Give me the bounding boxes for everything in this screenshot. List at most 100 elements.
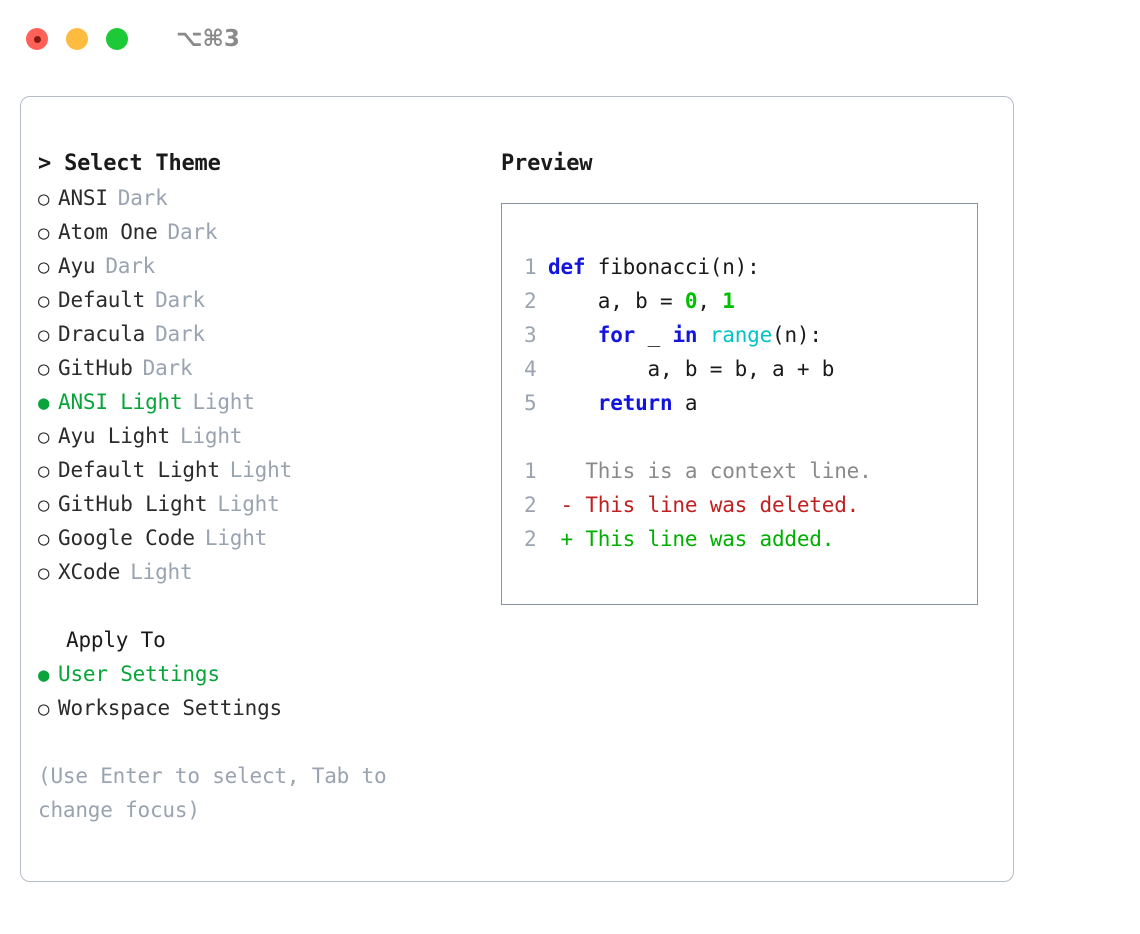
theme-list-item[interactable]: ○ GitHub Dark [38, 351, 478, 385]
radio-unselected-icon[interactable]: ○ [38, 324, 50, 346]
theme-name-label: Atom One [58, 220, 158, 244]
line-number: 2 [524, 289, 537, 313]
code-line-text: + This line was added. [548, 522, 834, 556]
code-token: , [697, 289, 723, 313]
code-line: 3 for _ in range(n): [524, 318, 964, 352]
radio-unselected-icon[interactable]: ○ [38, 426, 50, 448]
code-token: in [672, 323, 698, 347]
theme-name-label: Default Light [58, 458, 220, 482]
theme-mode-label: Light [229, 458, 292, 482]
minimize-window-button[interactable] [66, 28, 88, 50]
preview-column: Preview [501, 147, 991, 181]
code-line-text: a, b = 0, 1 [548, 284, 735, 318]
code-token: 0 [684, 289, 698, 313]
theme-mode-label: Light [192, 390, 255, 414]
theme-name-label: Ayu Light [58, 424, 170, 448]
theme-mode-label: Light [180, 424, 243, 448]
code-token: This is a context line. [548, 459, 872, 483]
theme-list-item[interactable]: ○ Default Light Light [38, 453, 478, 487]
radio-unselected-icon[interactable]: ○ [38, 562, 50, 584]
theme-name-label: Dracula [58, 322, 146, 346]
theme-name-label: GitHub [58, 356, 133, 380]
code-token [548, 323, 598, 347]
radio-unselected-icon[interactable]: ○ [38, 460, 50, 482]
theme-name-label: Google Code [58, 526, 195, 550]
apply-to-list[interactable]: ● User Settings ○ Workspace Settings [38, 657, 478, 725]
theme-list-item[interactable]: ○ Ayu Light Light [38, 419, 478, 453]
theme-mode-label: Light [217, 492, 280, 516]
line-number [524, 420, 548, 454]
code-token: _ [635, 323, 673, 347]
radio-unselected-icon[interactable]: ○ [38, 290, 50, 312]
code-line: 1 This is a context line. [524, 454, 964, 488]
apply-to-label: User Settings [58, 662, 220, 686]
radio-unselected-icon[interactable]: ○ [38, 528, 50, 550]
radio-selected-icon[interactable]: ● [38, 664, 50, 686]
code-line-text: for _ in range(n): [548, 318, 822, 352]
close-icon [33, 35, 41, 43]
code-line: 2 a, b = 0, 1 [524, 284, 964, 318]
theme-list-item[interactable]: ○ Google Code Light [38, 521, 478, 555]
theme-mode-label: Dark [142, 356, 193, 380]
line-number: 5 [524, 391, 537, 415]
keyboard-shortcut-label: ⌥⌘3 [176, 26, 240, 52]
theme-mode-label: Dark [155, 322, 205, 346]
code-token [548, 425, 560, 449]
code-line-text: This is a context line. [548, 454, 872, 488]
theme-mode-label: Light [130, 560, 193, 584]
theme-list-item[interactable]: ● ANSI Light Light [38, 385, 478, 419]
theme-name-label: ANSI Light [58, 390, 183, 414]
close-window-button[interactable] [26, 28, 48, 50]
line-number: 1 [524, 459, 537, 483]
radio-unselected-icon[interactable]: ○ [38, 698, 50, 720]
code-token: 1 [722, 289, 735, 313]
radio-unselected-icon[interactable]: ○ [38, 188, 50, 210]
code-token: a [672, 391, 698, 415]
line-number: 2 [524, 527, 537, 551]
line-number: 3 [524, 323, 537, 347]
apply-to-label: Workspace Settings [58, 696, 282, 720]
theme-name-label: GitHub Light [58, 492, 208, 516]
theme-mode-label: Dark [117, 186, 168, 210]
titlebar: ⌥⌘3 [0, 0, 1140, 78]
maximize-window-button[interactable] [106, 28, 128, 50]
code-token: range [709, 323, 773, 347]
line-number: 2 [524, 493, 537, 517]
code-line-text: return a [548, 386, 698, 420]
code-token: a, b = [548, 289, 685, 313]
theme-mode-label: Light [204, 526, 268, 550]
code-line [524, 420, 964, 454]
line-number: 4 [524, 357, 537, 381]
radio-unselected-icon[interactable]: ○ [38, 358, 50, 380]
code-token: return [597, 391, 673, 415]
radio-unselected-icon[interactable]: ○ [38, 494, 50, 516]
apply-to-item[interactable]: ○ Workspace Settings [38, 691, 478, 725]
code-token: + This line was added. [548, 527, 835, 551]
theme-list-header: > Select Theme [38, 151, 221, 176]
code-token [697, 323, 709, 347]
theme-name-label: Default [58, 288, 146, 312]
code-token: def [548, 255, 586, 279]
code-token: fibonacci(n): [585, 255, 760, 279]
radio-selected-icon[interactable]: ● [38, 392, 50, 414]
theme-list-item[interactable]: ○ GitHub Light Light [38, 487, 478, 521]
theme-list-item[interactable]: ○ Dracula Dark [38, 317, 478, 351]
code-line: 2 - This line was deleted. [524, 488, 964, 522]
apply-to-item[interactable]: ● User Settings [38, 657, 478, 691]
radio-unselected-icon[interactable]: ○ [38, 256, 50, 278]
apply-to-title: Apply To [66, 628, 166, 652]
radio-unselected-icon[interactable]: ○ [38, 222, 50, 244]
code-line: 2 + This line was added. [524, 522, 964, 556]
